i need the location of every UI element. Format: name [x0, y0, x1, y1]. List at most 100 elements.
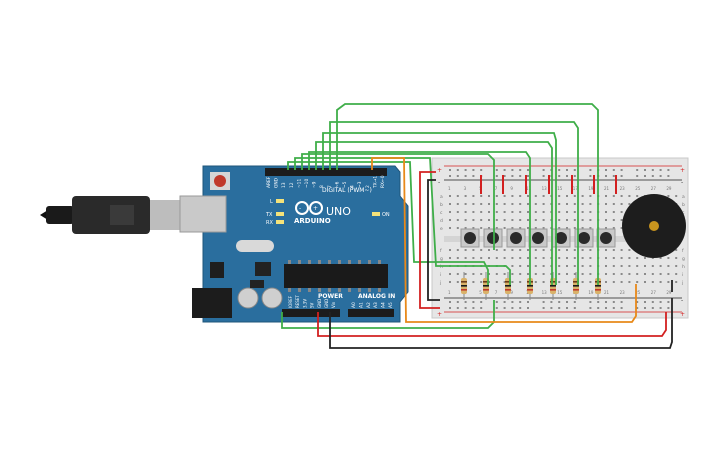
row-label: j	[681, 280, 683, 286]
hole	[605, 249, 607, 251]
column-label: 17	[573, 186, 579, 191]
rail-plus-label: +	[680, 167, 685, 174]
column-label: 3	[464, 186, 467, 191]
hole	[566, 227, 568, 229]
row-label: h	[682, 264, 685, 270]
push-button[interactable]	[574, 228, 594, 248]
rail-hole	[573, 169, 576, 171]
resistor[interactable]	[461, 272, 467, 300]
hole	[480, 195, 483, 197]
hole	[527, 211, 529, 213]
rail-hole	[636, 175, 639, 177]
hole	[464, 219, 467, 221]
rail-hole	[464, 301, 467, 303]
hole	[511, 249, 514, 251]
rail-hole	[503, 307, 506, 309]
hole	[573, 195, 576, 197]
rail-hole	[612, 301, 615, 303]
column-label: 5	[479, 290, 482, 295]
hole	[566, 219, 568, 221]
hole	[456, 211, 459, 213]
hole	[558, 257, 561, 259]
hole	[456, 281, 459, 283]
hole	[620, 227, 623, 229]
hole	[636, 281, 639, 283]
rail-hole	[519, 307, 522, 309]
hole	[628, 257, 631, 259]
reset-button[interactable]	[214, 175, 226, 187]
led-tx-label: TX	[265, 212, 273, 218]
push-button[interactable]	[460, 228, 480, 248]
hole	[519, 195, 522, 197]
hole	[659, 273, 662, 275]
analog-pin-label: A2	[366, 302, 372, 308]
rail-hole	[542, 175, 545, 177]
hole	[589, 257, 592, 259]
hole	[620, 203, 623, 205]
hole	[519, 273, 522, 275]
hole	[573, 265, 576, 267]
rail-plus-label: +	[680, 311, 685, 318]
hole	[620, 195, 623, 197]
hole	[511, 211, 514, 213]
arduino-uno-board[interactable]: L TX RX ON - + ARDUINO UNO DIGITAL (PWM~…	[179, 165, 409, 323]
column-label: 1	[448, 186, 451, 191]
hole	[651, 257, 654, 259]
push-button[interactable]	[551, 228, 571, 248]
hole	[542, 273, 545, 275]
hole	[620, 265, 623, 267]
hole	[449, 203, 451, 205]
push-button[interactable]	[596, 228, 616, 248]
rail-hole	[612, 175, 615, 177]
column-label: 29	[666, 290, 672, 295]
hole	[581, 203, 584, 205]
digital-header-label: DIGITAL (PWM~)	[322, 187, 372, 194]
hole	[495, 195, 498, 197]
rail-hole	[644, 169, 646, 171]
push-button[interactable]	[528, 228, 548, 248]
analog-label: ANALOG IN	[358, 293, 395, 300]
rail-hole	[659, 301, 662, 303]
hole	[566, 211, 568, 213]
push-button[interactable]	[483, 228, 503, 248]
rail-hole	[620, 175, 623, 177]
hole	[605, 219, 607, 221]
rail-hole	[449, 301, 451, 303]
hole	[449, 195, 451, 197]
hole	[488, 273, 490, 275]
rail-hole	[636, 169, 639, 171]
hole	[464, 257, 467, 259]
hole	[612, 211, 615, 213]
hole	[659, 281, 662, 283]
hole	[480, 219, 483, 221]
rail-hole	[495, 307, 498, 309]
rail-hole	[449, 175, 451, 177]
hole	[566, 273, 568, 275]
hole	[636, 257, 639, 259]
rail-hole	[605, 301, 607, 303]
hole	[558, 227, 561, 229]
usb-cable[interactable]	[40, 196, 180, 234]
row-label: i	[682, 272, 683, 278]
push-button[interactable]	[506, 228, 526, 248]
power-pin-label: 5V	[310, 302, 315, 308]
row-label: a	[440, 195, 443, 200]
power-jack	[192, 288, 232, 318]
hole	[534, 219, 537, 221]
rail-hole	[511, 301, 514, 303]
hole	[542, 265, 545, 267]
hole	[628, 281, 631, 283]
capacitor	[237, 287, 259, 309]
hole	[573, 249, 576, 251]
digital-pin-label: 8	[319, 185, 325, 188]
hole	[573, 211, 576, 213]
piezo-buzzer[interactable]	[622, 194, 686, 258]
hole	[612, 273, 615, 275]
rail-minus-label: -	[681, 297, 683, 304]
hole	[605, 265, 607, 267]
hole	[589, 219, 592, 221]
rail-hole	[566, 307, 568, 309]
hole	[542, 281, 545, 283]
hole	[581, 265, 584, 267]
